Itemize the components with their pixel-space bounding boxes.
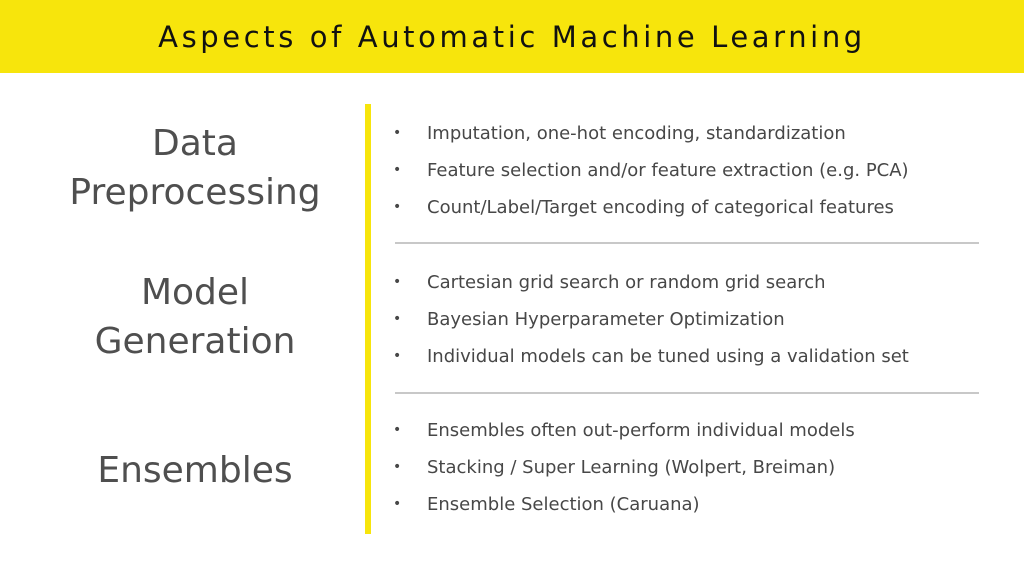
title-banner: Aspects of Automatic Machine Learning	[0, 0, 1024, 73]
bullet-icon: •	[393, 162, 402, 178]
list-item: • Ensemble Selection (Caruana)	[393, 486, 993, 523]
list-item: • Stacking / Super Learning (Wolpert, Br…	[393, 449, 993, 486]
section-label-data-preprocessing: Data Preprocessing	[40, 119, 350, 217]
bullet-icon: •	[393, 348, 402, 364]
bullet-icon: •	[393, 422, 402, 438]
section-label-line: Generation	[94, 321, 296, 362]
bullet-list-ensembles: • Ensembles often out-perform individual…	[393, 412, 993, 523]
list-item: • Individual models can be tuned using a…	[393, 338, 993, 375]
bullet-icon: •	[393, 311, 402, 327]
section-label-line: Model	[140, 272, 250, 313]
section-label-line: Ensembles	[97, 450, 293, 491]
list-item: • Count/Label/Target encoding of categor…	[393, 189, 993, 226]
bullet-icon: •	[393, 274, 402, 290]
bullet-text: Imputation, one-hot encoding, standardiz…	[427, 123, 846, 144]
bullet-icon: •	[393, 459, 402, 475]
section-label-model-generation: Model Generation	[40, 268, 350, 366]
section-label-ensembles: Ensembles	[40, 446, 350, 495]
bullet-list-model-generation: • Cartesian grid search or random grid s…	[393, 264, 993, 375]
section-label-line: Data	[152, 123, 238, 164]
list-item: • Ensembles often out-perform individual…	[393, 412, 993, 449]
bullet-text: Feature selection and/or feature extract…	[427, 160, 909, 181]
bullet-text: Bayesian Hyperparameter Optimization	[427, 309, 785, 330]
list-item: • Feature selection and/or feature extra…	[393, 152, 993, 189]
bullet-text: Ensembles often out-perform individual m…	[427, 420, 855, 441]
bullet-text: Cartesian grid search or random grid sea…	[427, 272, 826, 293]
section-separator	[395, 392, 979, 394]
slide-title: Aspects of Automatic Machine Learning	[158, 19, 866, 54]
bullet-icon: •	[393, 125, 402, 141]
bullet-text: Individual models can be tuned using a v…	[427, 346, 909, 367]
bullet-text: Ensemble Selection (Caruana)	[427, 494, 700, 515]
section-label-line: Preprocessing	[69, 172, 321, 213]
bullet-icon: •	[393, 496, 402, 512]
vertical-divider	[365, 104, 371, 534]
bullet-text: Count/Label/Target encoding of categoric…	[427, 197, 894, 218]
list-item: • Cartesian grid search or random grid s…	[393, 264, 993, 301]
section-separator	[395, 242, 979, 244]
bullet-text: Stacking / Super Learning (Wolpert, Brei…	[427, 457, 836, 478]
list-item: • Bayesian Hyperparameter Optimization	[393, 301, 993, 338]
bullet-icon: •	[393, 199, 402, 215]
list-item: • Imputation, one-hot encoding, standard…	[393, 115, 993, 152]
bullet-list-data-preprocessing: • Imputation, one-hot encoding, standard…	[393, 115, 993, 226]
